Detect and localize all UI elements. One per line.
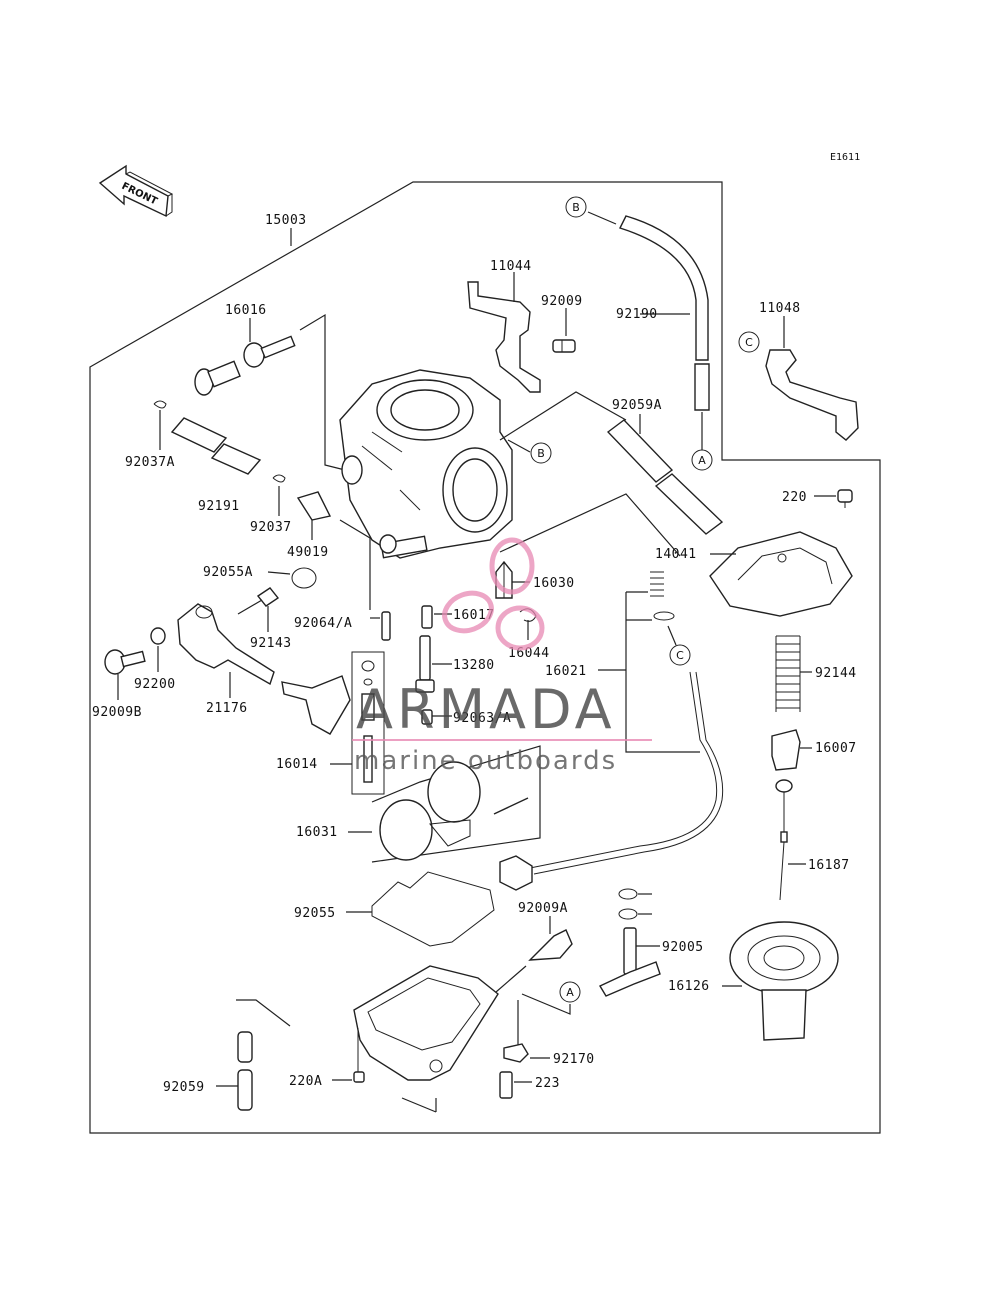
drain-screw-92009a-part <box>528 929 573 961</box>
part-label-16126: 16126 <box>668 979 710 994</box>
part-label-16030: 16030 <box>533 576 575 591</box>
part-label-92009b: 92009B <box>92 705 142 720</box>
screw-92063a-part <box>421 709 433 725</box>
throttle-cable-part <box>499 671 724 891</box>
front-arrow-icon: FRONT <box>98 164 174 218</box>
bracket-11048-part <box>765 349 859 441</box>
part-label-92191: 92191 <box>198 499 240 514</box>
nozzle-13280-part <box>415 635 435 693</box>
part-label-16021: 16021 <box>545 664 587 679</box>
jet-16017-part <box>421 605 433 629</box>
part-label-21176: 21176 <box>206 701 248 716</box>
oring-92055a-part <box>291 567 317 589</box>
part-label-16031: 16031 <box>296 825 338 840</box>
brand-watermark: ARMADA marine outboards <box>352 537 652 776</box>
circle-ref-a-hose: A <box>698 454 706 467</box>
bracket-11044-part <box>467 281 541 393</box>
part-label-14041: 14041 <box>655 547 697 562</box>
part-label-92037a: 92037A <box>125 455 175 470</box>
bolt-92009b-part <box>104 649 146 675</box>
hose-92059a-part <box>606 419 724 535</box>
lever-21176-part <box>177 603 351 735</box>
circle-ref-c-bracket: C <box>745 336 753 349</box>
screw-220a-part <box>353 1028 365 1083</box>
part-label-92055a: 92055A <box>203 565 253 580</box>
part-label-92064a: 92064/A <box>294 616 352 631</box>
float-bowl-part <box>353 965 499 1081</box>
part-label-15003: 15003 <box>265 213 307 228</box>
part-label-92055: 92055 <box>294 906 336 921</box>
float-16031-part <box>371 745 541 863</box>
screw-92009-part <box>552 339 576 353</box>
clamp-92170-part <box>503 1043 529 1063</box>
clip-92037-part <box>272 474 286 483</box>
circle-ref-b-body: B <box>537 447 545 460</box>
holder-16007-part <box>771 729 801 771</box>
valve-49019-part <box>296 491 332 521</box>
circle-ref-a-bowl: A <box>566 986 574 999</box>
part-label-220: 220 <box>782 490 807 505</box>
part-label-92170: 92170 <box>553 1052 595 1067</box>
part-label-92200: 92200 <box>134 677 176 692</box>
cover-14041-part <box>709 531 853 617</box>
part-label-92059: 92059 <box>163 1080 205 1095</box>
part-label-11044: 11044 <box>490 259 532 274</box>
piston-16126-part <box>729 921 839 1041</box>
part-label-223: 223 <box>535 1076 560 1091</box>
brand-name: ARMADA <box>356 678 616 741</box>
part-label-92037: 92037 <box>250 520 292 535</box>
part-label-92190: 92190 <box>616 307 658 322</box>
circle-ref-c-cable: C <box>676 649 684 662</box>
screw-220-part <box>837 489 853 508</box>
choke-plunger-part <box>194 335 296 396</box>
gasket-92055-part <box>371 871 495 947</box>
part-label-16017: 16017 <box>453 608 495 623</box>
jet-needle-16187-part <box>775 779 793 901</box>
pilot-screw-16014-part <box>351 651 385 795</box>
clip-92037a-part <box>153 400 167 409</box>
float-pin-92143-part <box>256 587 280 607</box>
part-label-220a: 220A <box>289 1074 322 1089</box>
propeller-logo-icon <box>442 537 545 651</box>
part-label-92005: 92005 <box>662 940 704 955</box>
hose-92059-part <box>236 999 291 1111</box>
part-label-92009a: 92009A <box>518 901 568 916</box>
kit-boundary <box>89 181 881 1134</box>
hose-92190-part <box>619 215 710 411</box>
part-label-92059a: 92059A <box>612 398 662 413</box>
part-label-16016: 16016 <box>225 303 267 318</box>
screw-223-part <box>499 1071 513 1099</box>
part-label-16187: 16187 <box>808 858 850 873</box>
spring-92144-part <box>775 635 801 712</box>
washer-92200-part <box>150 627 166 645</box>
hose-sleeve-part <box>170 417 262 475</box>
part-label-92144: 92144 <box>815 666 857 681</box>
diagram-ref-code: E1611 <box>830 152 860 163</box>
circle-ref-b-hose: B <box>572 201 580 214</box>
part-label-16014: 16014 <box>276 757 318 772</box>
part-label-92063a: 92063/A <box>453 711 511 726</box>
brand-tagline: marine outboards <box>354 746 617 776</box>
part-label-11048: 11048 <box>759 301 801 316</box>
part-label-92009: 92009 <box>541 294 583 309</box>
fitting-92005-part <box>599 927 661 997</box>
part-label-16007: 16007 <box>815 741 857 756</box>
part-label-13280: 13280 <box>453 658 495 673</box>
screw-92064a-part <box>381 611 391 641</box>
spring-16030-group-part <box>650 571 675 621</box>
part-label-92143: 92143 <box>250 636 292 651</box>
part-label-49019: 49019 <box>287 545 329 560</box>
carburetor-body-part <box>339 369 513 559</box>
